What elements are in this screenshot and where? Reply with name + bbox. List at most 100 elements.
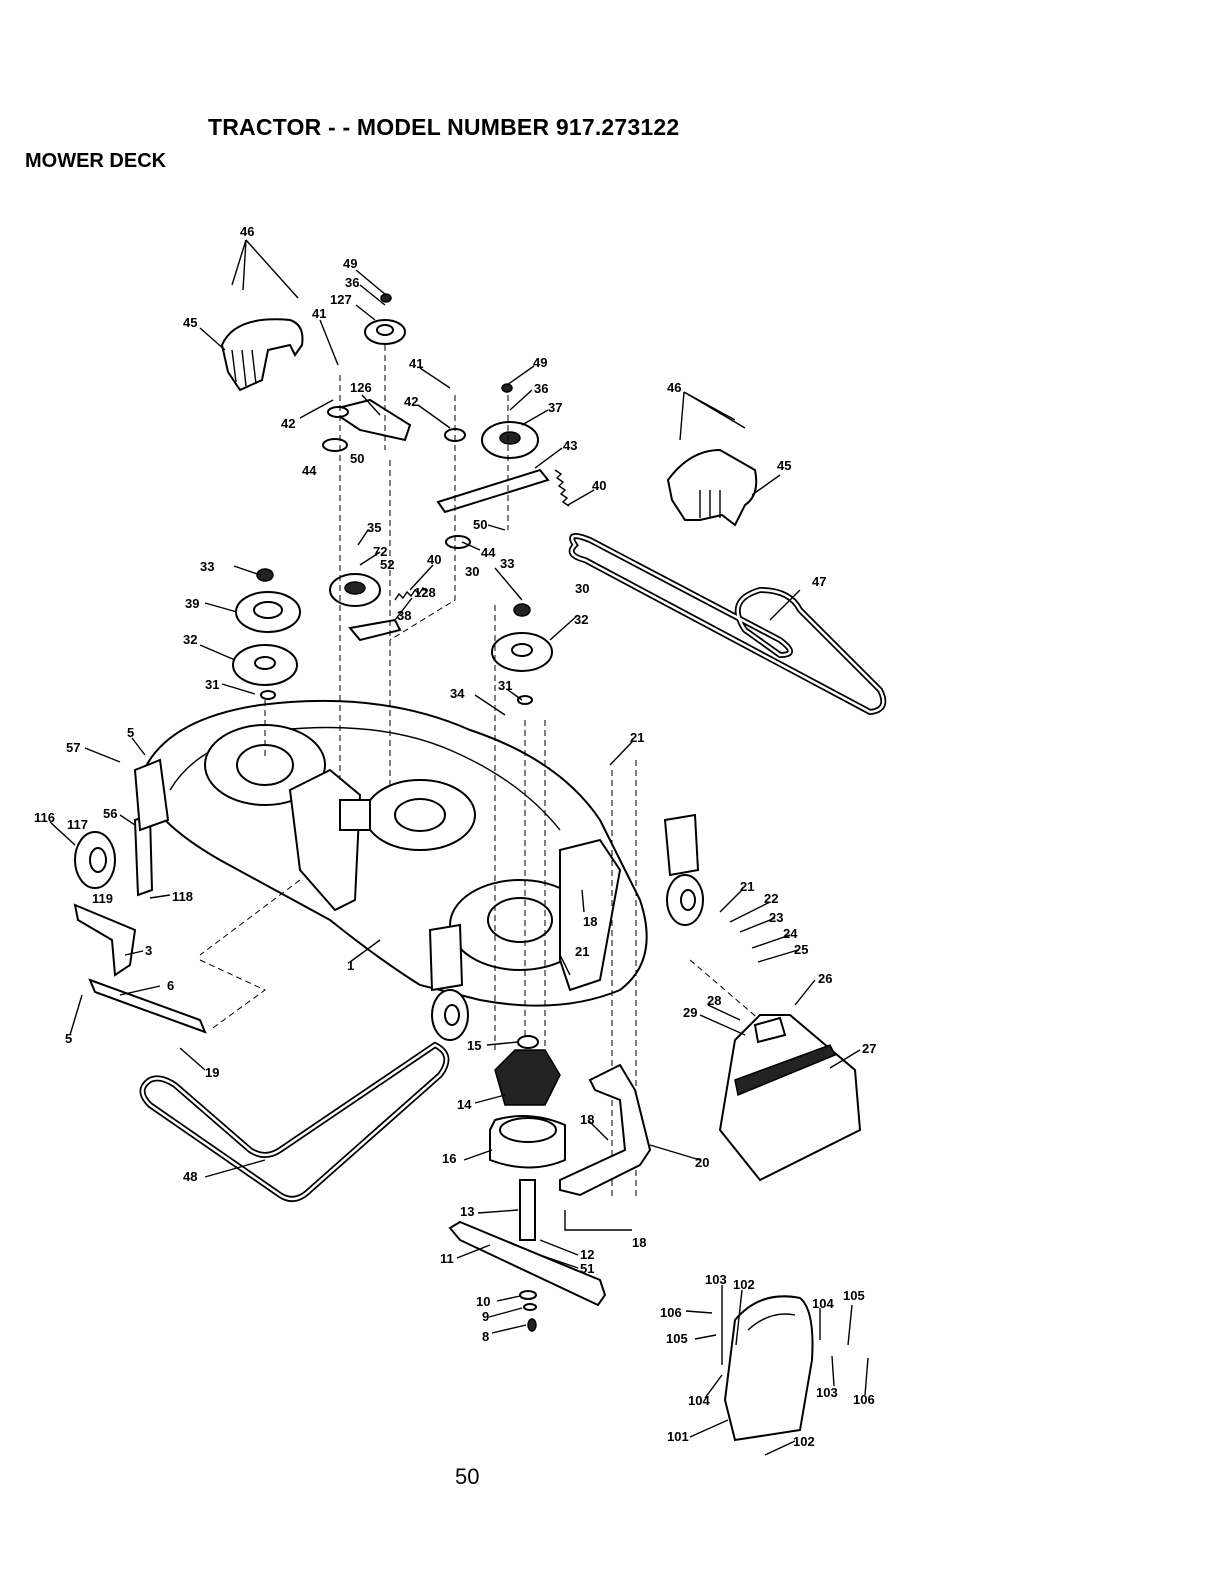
callout-119: 119 bbox=[92, 891, 113, 906]
mower-belt-48 bbox=[139, 1041, 450, 1202]
idler-arm-43 bbox=[436, 468, 550, 514]
callout-56: 56 bbox=[103, 806, 117, 821]
callout-106b: 106 bbox=[853, 1392, 875, 1407]
callout-31b: 31 bbox=[498, 678, 512, 693]
callout-45b: 45 bbox=[777, 458, 791, 473]
callout-52: 52 bbox=[380, 557, 394, 572]
callout-3: 3 bbox=[145, 943, 152, 958]
callout-21b: 21 bbox=[740, 879, 754, 894]
callout-30a: 30 bbox=[465, 564, 479, 579]
callout-14: 14 bbox=[457, 1097, 472, 1112]
pulley-37 bbox=[481, 421, 539, 459]
callout-33a: 33 bbox=[200, 559, 214, 574]
pulley-39 bbox=[235, 591, 301, 633]
hardware bbox=[256, 293, 533, 705]
pulley-52 bbox=[329, 573, 381, 607]
callout-106a: 106 bbox=[660, 1305, 682, 1320]
callout-45a: 45 bbox=[183, 315, 197, 330]
callout-21a: 21 bbox=[630, 730, 644, 745]
bracket-57 bbox=[133, 758, 170, 832]
callout-38: 38 bbox=[397, 608, 411, 623]
bracket-38 bbox=[348, 618, 402, 642]
callout-23: 23 bbox=[769, 910, 783, 925]
front-bracket bbox=[428, 923, 464, 992]
callout-13: 13 bbox=[460, 1204, 474, 1219]
discharge-chute-27 bbox=[718, 1014, 862, 1182]
callout-41a: 41 bbox=[312, 306, 326, 321]
rear-bracket bbox=[663, 813, 700, 877]
gauge-wheel-left bbox=[74, 831, 116, 889]
callout-21c: 21 bbox=[575, 944, 589, 959]
spindle-shaft-13 bbox=[519, 1179, 536, 1241]
callout-102a: 102 bbox=[733, 1277, 755, 1292]
callout-11: 11 bbox=[440, 1251, 454, 1266]
mower-deck-housing bbox=[138, 699, 648, 1007]
callout-50a: 50 bbox=[350, 451, 364, 466]
mulch-cover-101 bbox=[723, 1295, 814, 1442]
callout-15: 15 bbox=[467, 1038, 481, 1053]
spring-40-upper bbox=[554, 469, 570, 507]
callout-44b: 44 bbox=[481, 545, 496, 560]
callout-116: 116 bbox=[34, 810, 55, 825]
gauge-wheel-rear-right bbox=[666, 874, 704, 926]
spindle-guard-16 bbox=[489, 1115, 566, 1169]
callout-32b: 32 bbox=[183, 632, 197, 647]
callout-49a: 49 bbox=[343, 256, 357, 271]
gauge-wheel-front-center bbox=[431, 989, 469, 1041]
callout-118: 118 bbox=[172, 889, 193, 904]
spindle-housing-14 bbox=[494, 1035, 561, 1106]
callout-5b: 5 bbox=[65, 1031, 72, 1046]
callout-57: 57 bbox=[66, 740, 80, 755]
callout-42b: 42 bbox=[404, 394, 418, 409]
bracket-126 bbox=[327, 398, 412, 442]
pulley-32-right bbox=[491, 632, 553, 672]
callout-5a: 5 bbox=[127, 725, 134, 740]
callout-8: 8 bbox=[482, 1329, 489, 1344]
callout-48: 48 bbox=[183, 1169, 197, 1184]
callout-37: 37 bbox=[548, 400, 562, 415]
callout-labels: 46 45 49 36 127 41 126 42 44 50 41 42 49… bbox=[34, 224, 876, 1449]
spring-40-lower bbox=[394, 586, 428, 601]
callout-51: 51 bbox=[580, 1261, 594, 1276]
callout-9: 9 bbox=[482, 1309, 489, 1324]
hanger-3 bbox=[73, 903, 137, 977]
callout-39: 39 bbox=[185, 596, 199, 611]
callout-26: 26 bbox=[818, 971, 832, 986]
callout-41b: 41 bbox=[409, 356, 423, 371]
callout-12: 12 bbox=[580, 1247, 594, 1262]
callout-46b: 46 bbox=[667, 380, 681, 395]
callout-35: 35 bbox=[367, 520, 381, 535]
callout-19: 19 bbox=[205, 1065, 219, 1080]
callout-117: 117 bbox=[67, 817, 88, 832]
link-6 bbox=[88, 978, 207, 1034]
blade-hardware bbox=[519, 1290, 537, 1332]
callout-18a: 18 bbox=[583, 914, 597, 929]
callout-28: 28 bbox=[707, 993, 721, 1008]
callout-102b: 102 bbox=[793, 1434, 815, 1449]
callout-16: 16 bbox=[442, 1151, 456, 1166]
belt-guard-right bbox=[666, 448, 758, 527]
callout-105b: 105 bbox=[666, 1331, 688, 1346]
callout-44a: 44 bbox=[302, 463, 317, 478]
callout-20: 20 bbox=[695, 1155, 709, 1170]
section-title: MOWER DECK bbox=[25, 150, 167, 172]
alignment-lines bbox=[199, 345, 761, 1200]
callout-27: 27 bbox=[862, 1041, 876, 1056]
callout-104a: 104 bbox=[812, 1296, 834, 1311]
callout-43: 43 bbox=[563, 438, 577, 453]
callout-24: 24 bbox=[783, 926, 798, 941]
callout-49b: 49 bbox=[533, 355, 547, 370]
callout-25: 25 bbox=[794, 942, 808, 957]
callout-31a: 31 bbox=[205, 677, 219, 692]
callout-22: 22 bbox=[764, 891, 778, 906]
pulley-127 bbox=[364, 319, 406, 345]
callout-1: 1 bbox=[347, 958, 354, 973]
callout-18c: 18 bbox=[632, 1235, 646, 1250]
callout-32a: 32 bbox=[574, 612, 588, 627]
callout-104b: 104 bbox=[688, 1393, 710, 1408]
pulley-32-left bbox=[232, 644, 298, 686]
belt-guard-left bbox=[220, 318, 304, 392]
callout-128: 128 bbox=[414, 585, 436, 600]
callout-leaders bbox=[49, 239, 869, 1456]
callout-40b: 40 bbox=[427, 552, 441, 567]
